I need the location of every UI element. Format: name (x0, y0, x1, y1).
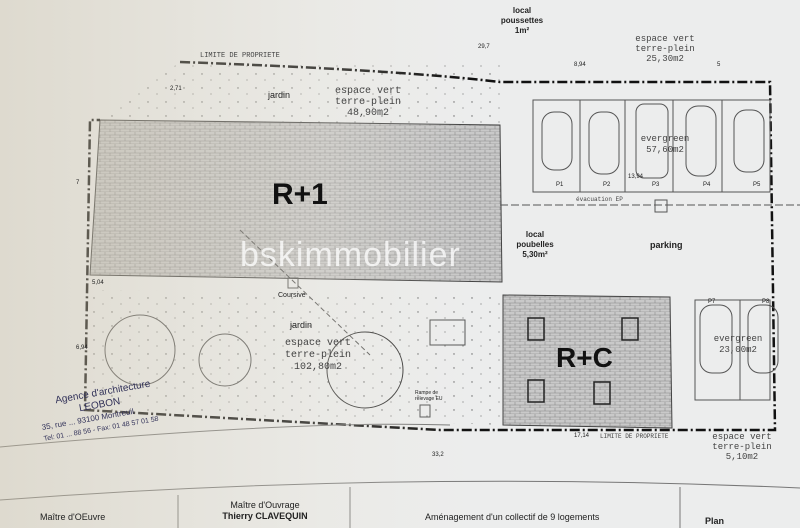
dimension: 6,94 (76, 345, 88, 351)
local-poubelles-label: local (525, 230, 545, 239)
maitre-ouvrage-label: Maître d'Ouvrage (230, 500, 300, 510)
parking-top-surface-label: evergreen (640, 134, 690, 144)
green-top-right-area: 25,30m2 (646, 54, 684, 64)
parking-bottom-surface-label: evergreen (713, 334, 763, 344)
green-bottom-right: espace vert terre-plein 5,10m2 (712, 432, 771, 462)
green-top-right: espace vert terre-plein 25,30m2 (635, 34, 694, 64)
dimension: 29,7 (478, 44, 490, 50)
green-bottom-right-type: espace vert (712, 432, 772, 442)
relevage-label: Rampe de relevage EU (415, 390, 443, 402)
building-rc-label: R+C (556, 342, 613, 373)
client-name: Thierry CLAVEQUIN (222, 511, 308, 521)
property-limit-label-bottom: LIMITE DE PROPRIETE (600, 433, 669, 440)
local-poussettes-label: local (512, 6, 532, 15)
garden-bottom-subtype: terre-plein (284, 350, 352, 361)
project-title: Aménagement d'un collectif de 9 logement… (425, 512, 600, 522)
garden-bottom-type: espace vert (284, 338, 352, 349)
parking-spot-p7: P7 (708, 299, 716, 305)
dimension: 5,04 (92, 280, 104, 286)
parking-spot-p5: P5 (753, 182, 761, 188)
dimension: 2,71 (170, 86, 182, 92)
parking-spot-p2: P2 (603, 182, 611, 188)
dimension: 7 (76, 180, 80, 186)
green-top-right-subtype: terre-plein (635, 44, 695, 54)
garden-bottom-label: jardin (290, 320, 313, 330)
property-limit-label: LIMITE DE PROPRIETE (200, 52, 280, 60)
garden-top-label: jardin (268, 90, 291, 100)
local-poubelles: local poubelles 5,30m² (516, 230, 553, 260)
parking-bottom-surface-area: 23,00m2 (719, 345, 757, 355)
parking-top-area (532, 99, 771, 193)
local-poussettes-sub: poussettes (500, 16, 544, 25)
parking-spot-p4: P4 (703, 182, 711, 188)
plan-title: Plan (705, 516, 725, 526)
dimension: 8,94 (574, 62, 586, 68)
dimension: 17,14 (574, 433, 590, 439)
maitre-ouvrage: Maître d'Ouvrage Thierry CLAVEQUIN (222, 500, 307, 522)
parking-spot-p1: P1 (556, 182, 564, 188)
property-limit-line (83, 60, 777, 432)
parking-top-surface: evergreen 57,60m2 (641, 134, 690, 156)
local-poubelles-area: 5,30m² (522, 250, 548, 259)
garden-bottom-area-label: 102,80m2 (293, 362, 343, 373)
maitre-oeuvre-label: Maître d'OEuvre (40, 512, 106, 522)
parking-bottom-surface: evergreen 23,00m2 (714, 334, 763, 356)
local-poussettes: local poussettes 1m² (501, 6, 543, 36)
building-r1-label: R+1 (272, 178, 328, 211)
dimension: 5 (717, 62, 721, 68)
coursive-label: Coursive (278, 292, 306, 299)
dimension: 33,2 (432, 452, 444, 458)
building-r1-hatch (89, 119, 503, 283)
parking-top-surface-area: 57,60m2 (646, 145, 684, 155)
parking-spot-p3: P3 (652, 182, 660, 188)
garden-top-area (100, 62, 505, 125)
green-bottom-right-subtype: terre-plein (712, 442, 772, 452)
parking-label: parking (650, 240, 683, 250)
parking-spot-p8: P8 (762, 299, 770, 305)
green-top-right-type: espace vert (635, 34, 695, 44)
green-bottom-right-area: 5,10m2 (725, 452, 759, 462)
garden-bottom-area (85, 290, 505, 425)
local-poussettes-area: 1m² (514, 26, 530, 35)
garden-top-subtype: terre-plein (334, 97, 402, 108)
building-rc-hatch (502, 294, 673, 429)
dimension: 13,94 (628, 174, 644, 180)
evacuation-label: évacuation EP (576, 196, 623, 203)
garden-top-type: espace vert (334, 86, 402, 97)
garden-top-area-label: 48,90m2 (346, 108, 390, 119)
local-poubelles-sub: poubelles (516, 240, 554, 249)
watermark: bskimmobilier (240, 236, 461, 274)
